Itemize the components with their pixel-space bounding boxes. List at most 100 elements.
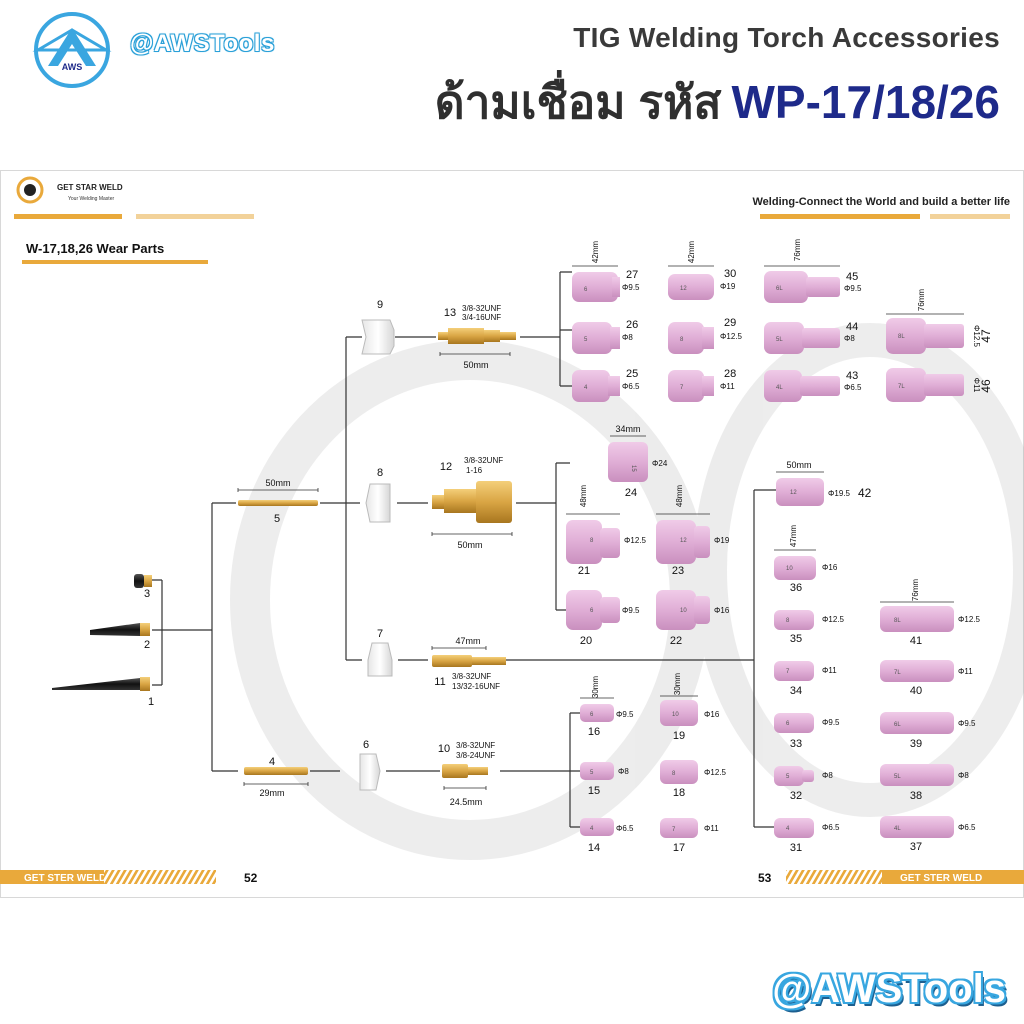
cup-22	[656, 590, 710, 630]
dim-13: 50mm	[463, 360, 488, 370]
header-bar-3	[760, 214, 920, 219]
part-label-43: 43	[846, 370, 858, 382]
company-tagline: Your Welding Master	[68, 196, 114, 202]
gas-lens-12	[432, 481, 512, 523]
cup-mark-16: 6	[590, 712, 594, 718]
collet-4	[244, 767, 308, 775]
insulator-8	[365, 483, 391, 523]
cup-mark-42: 12	[790, 490, 797, 496]
part-label-4: 4	[269, 756, 275, 768]
cup-25	[572, 370, 620, 402]
cup-26	[572, 322, 620, 354]
dia-37: Φ6.5	[958, 823, 976, 832]
header-bar-2	[136, 214, 254, 219]
footer-stripes-left	[104, 870, 216, 884]
cup-42	[776, 478, 824, 506]
part-label-8: 8	[377, 467, 383, 479]
cup-mark-19: 10	[672, 712, 679, 718]
cup-45	[764, 271, 840, 303]
cup-mark-18: 8	[672, 771, 676, 777]
cup-mark-15: 5	[590, 770, 594, 776]
cup-34	[774, 661, 814, 681]
footer-stripes-right	[786, 870, 882, 884]
part-label-23: 23	[672, 565, 684, 577]
dia-43: Φ6.5	[844, 383, 862, 392]
collet-5	[238, 500, 318, 506]
thread-10a: 3/8-32UNF	[456, 741, 495, 750]
page-number-left: 52	[244, 871, 258, 885]
cup-37	[880, 816, 954, 838]
cup-29	[668, 322, 714, 354]
dia-45: Φ9.5	[844, 284, 862, 293]
part-label-36: 36	[790, 582, 802, 594]
cup-28	[668, 370, 714, 402]
cup-27	[572, 272, 620, 302]
part-label-6: 6	[363, 739, 369, 751]
cup-mark-37: 4L	[894, 826, 901, 832]
part-label-35: 35	[790, 633, 802, 645]
cup-mark-32: 5	[786, 774, 790, 780]
part-label-10: 10	[438, 743, 450, 755]
dia-16: Φ9.5	[616, 710, 634, 719]
company-name: GET STAR WELD	[57, 183, 123, 192]
dia-15: Φ8	[618, 767, 629, 776]
dia-18: Φ12.5	[704, 768, 727, 777]
dia-36: Φ16	[822, 563, 838, 572]
cup-mark-27: 6	[584, 287, 588, 293]
cup-21	[566, 520, 620, 564]
dia-34: Φ11	[822, 666, 837, 675]
footer-bar-left	[0, 870, 104, 884]
header-bar-4	[930, 214, 1010, 219]
title-thai: ด้ามเชื่อม รหัส	[434, 76, 722, 128]
dia-38: Φ8	[958, 771, 969, 780]
cup-mark-21: 8	[590, 538, 594, 544]
part-label-18: 18	[673, 787, 685, 799]
brand-handle-bottom: @AWSTools	[772, 967, 1006, 1011]
part-label-20: 20	[580, 635, 592, 647]
cup-36	[774, 556, 816, 580]
cup-mark-24: 15	[630, 465, 636, 472]
cup-mark-25: 4	[584, 385, 588, 391]
collet-body-11	[432, 655, 506, 667]
cup-mark-46: 7L	[898, 384, 905, 390]
part-label-41: 41	[910, 635, 922, 647]
dia-40: Φ11	[958, 667, 973, 676]
part-label-17: 17	[673, 842, 685, 854]
dia-23: Φ19	[714, 536, 730, 545]
part-label-1: 1	[148, 696, 154, 708]
part-label-37: 37	[910, 841, 922, 853]
cup-18	[660, 760, 698, 784]
insulator-9	[361, 319, 395, 355]
part-label-27: 27	[626, 269, 638, 281]
cup-46	[886, 368, 964, 402]
collet-body-10	[442, 764, 488, 778]
part-label-31: 31	[790, 842, 802, 854]
cup-24	[608, 442, 648, 482]
dia-35: Φ12.5	[822, 615, 845, 624]
part-label-47: 47	[979, 329, 993, 343]
dim-cup-30: 42mm	[687, 241, 696, 264]
part-label-25: 25	[626, 368, 638, 380]
part-label-38: 38	[910, 790, 922, 802]
collet-body-13	[438, 328, 516, 344]
cup-mark-17: 7	[672, 827, 676, 833]
part-label-11: 11	[434, 676, 445, 688]
dia-39: Φ9.5	[958, 719, 976, 728]
cup-mark-45: 6L	[776, 286, 783, 292]
dia-14: Φ6.5	[616, 824, 634, 833]
cup-33	[774, 713, 814, 733]
part-label-12: 12	[440, 461, 452, 473]
cup-41	[880, 606, 954, 632]
part-label-46: 46	[979, 379, 993, 393]
part-label-13: 13	[444, 307, 456, 319]
cup-mark-35: 8	[786, 618, 790, 624]
back-cap-short	[134, 574, 152, 588]
dia-20: Φ9.5	[622, 606, 640, 615]
cup-35	[774, 610, 814, 630]
dia-26: Φ8	[622, 333, 633, 342]
dia-19: Φ16	[704, 710, 720, 719]
part-label-16: 16	[588, 726, 600, 738]
dia-21: Φ12.5	[624, 536, 647, 545]
part-label-45: 45	[846, 271, 858, 283]
dia-30: Φ19	[720, 282, 736, 291]
